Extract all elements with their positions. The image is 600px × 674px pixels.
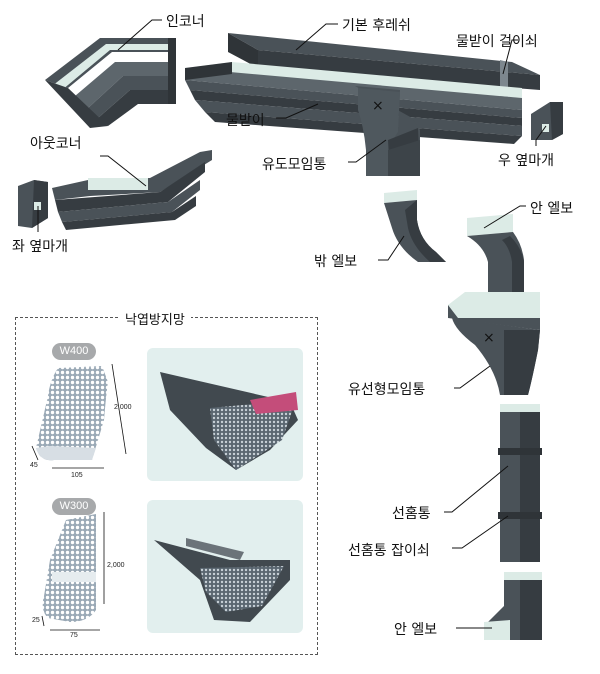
leaf-guard-w400-mesh — [31, 363, 127, 469]
bracket-upper — [498, 448, 542, 455]
svg-text:×: × — [483, 330, 495, 346]
leaf-guard-photo-w300 — [147, 500, 303, 633]
w300-length: 2,000 — [107, 562, 125, 569]
label-right-end-cap: 우 옆마개 — [498, 153, 554, 169]
label-drop-outlet: 유도모임통 — [262, 157, 327, 173]
w400-width: 105 — [71, 472, 83, 479]
label-outer-elbow: 밖 엘보 — [314, 254, 358, 270]
svg-text:×: × — [372, 98, 384, 114]
inner-elbow-part-top — [467, 214, 524, 292]
leaf-guard-frame — [15, 317, 318, 655]
downpipe-part — [498, 404, 542, 562]
inner-elbow-part-bottom — [484, 572, 542, 640]
label-base-hanger: 기본 후레쉬 — [342, 18, 411, 34]
inner-corner-part — [45, 38, 176, 128]
label-gutter: 물받이 — [226, 113, 265, 129]
outer-corner-part — [52, 150, 212, 230]
label-inner-corner: 인코너 — [166, 14, 205, 30]
right-end-cap-part — [531, 102, 563, 140]
label-inner-elbow-bottom: 안 엘보 — [394, 622, 438, 638]
w300-width: 75 — [70, 632, 78, 639]
label-left-end-cap: 좌 옆마개 — [12, 239, 68, 255]
label-downpipe-bracket: 선홈통 잡이쇠 — [348, 543, 430, 559]
w400-badge: W400 — [52, 343, 96, 360]
w400-length: 2,000 — [114, 404, 132, 411]
leaf-guard-w300-mesh — [41, 512, 105, 631]
label-downpipe: 선홈통 — [392, 506, 431, 522]
drop-outlet-part: × — [355, 86, 420, 176]
label-gutter-hook: 물받이 걸이쇠 — [456, 34, 538, 50]
outer-elbow-part — [384, 190, 446, 262]
leader-lines — [37, 19, 547, 629]
w400-depth: 45 — [30, 462, 38, 469]
label-outer-corner: 아웃코너 — [30, 136, 82, 152]
gutter-part — [185, 62, 522, 144]
leaf-guard-title: 낙엽방지망 — [119, 309, 191, 328]
left-end-cap-part — [18, 180, 48, 228]
bracket-lower — [498, 512, 542, 519]
label-funnel-outlet: 유선형모임통 — [348, 382, 426, 398]
funnel-outlet-part: × — [448, 292, 540, 395]
w300-depth: 25 — [32, 617, 40, 624]
label-inner-elbow-top: 안 엘보 — [530, 201, 574, 217]
w300-badge: W300 — [52, 498, 96, 515]
leaf-guard-photo-w400 — [147, 348, 303, 481]
